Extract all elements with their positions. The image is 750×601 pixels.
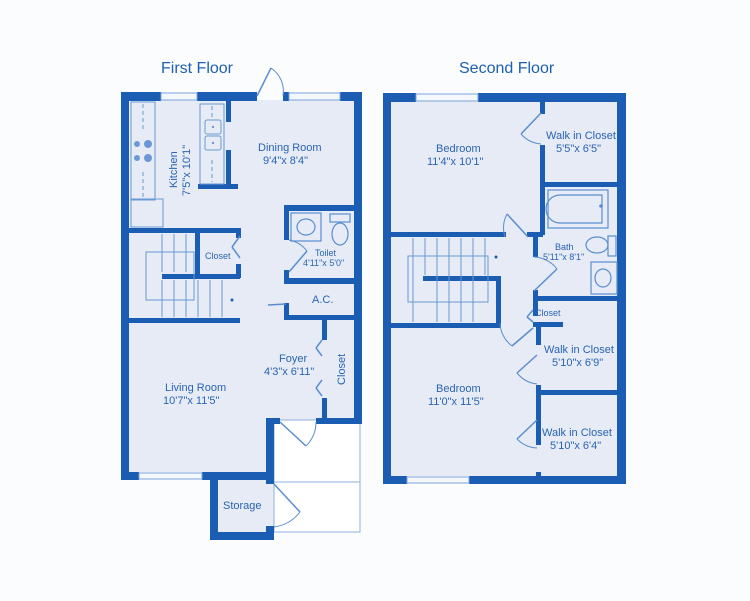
toilet-label: Toilet bbox=[315, 248, 337, 258]
first-floor-title: First Floor bbox=[161, 60, 233, 77]
walk-in-closet-3-dims: 5'10"x 6'4" bbox=[550, 440, 601, 452]
foyer-label: Foyer bbox=[279, 353, 307, 365]
bedroom-1-dims: 11'4"x 10'1" bbox=[427, 156, 484, 168]
living-room-label: Living Room bbox=[165, 382, 226, 394]
walk-in-closet-2-dims: 5'10"x 6'9" bbox=[552, 357, 603, 369]
walk-in-closet-3-label: Walk in Closet bbox=[542, 427, 612, 439]
dining-room-dims: 9'4"x 8'4" bbox=[263, 155, 308, 167]
hall-closet-label: Closet bbox=[535, 308, 561, 318]
bath-dims: 5'11"x 8'1" bbox=[543, 252, 584, 262]
kitchen-label: Kitchen 7'5"x 10'1" bbox=[168, 145, 193, 196]
toilet-dims: 4'11"x 5'0" bbox=[303, 258, 344, 268]
first-floor-plan: Kitchen 7'5"x 10'1" Dining Room 9'4"x 8'… bbox=[121, 67, 362, 540]
walk-in-closet-1-dims: 5'5"x 6'5" bbox=[556, 143, 601, 155]
svg-text:7'5"x 10'1": 7'5"x 10'1" bbox=[181, 145, 193, 196]
bedroom-1-label: Bedroom bbox=[436, 143, 481, 155]
foyer-closet-label: Closet bbox=[336, 354, 348, 385]
second-floor-title: Second Floor bbox=[459, 60, 555, 77]
ac-closet-label: A.C. bbox=[312, 294, 333, 306]
walk-in-closet-2-label: Walk in Closet bbox=[544, 344, 614, 356]
stair-closet-label: Closet bbox=[205, 251, 231, 261]
bedroom-2-label: Bedroom bbox=[436, 383, 481, 395]
walk-in-closet-1-label: Walk in Closet bbox=[546, 130, 616, 142]
bath-label: Bath bbox=[555, 242, 574, 252]
foyer-dims: 4'3"x 6'11" bbox=[264, 366, 314, 378]
svg-text:Kitchen: Kitchen bbox=[168, 151, 180, 188]
bedroom-2-dims: 11'0"x 11'5" bbox=[428, 396, 484, 408]
storage-label: Storage bbox=[223, 500, 262, 512]
living-room-dims: 10'7"x 11'5" bbox=[163, 395, 220, 407]
second-floor-plan: Bedroom 11'4"x 10'1" Walk in Closet 5'5"… bbox=[383, 93, 626, 484]
dining-room-label: Dining Room bbox=[258, 142, 322, 154]
